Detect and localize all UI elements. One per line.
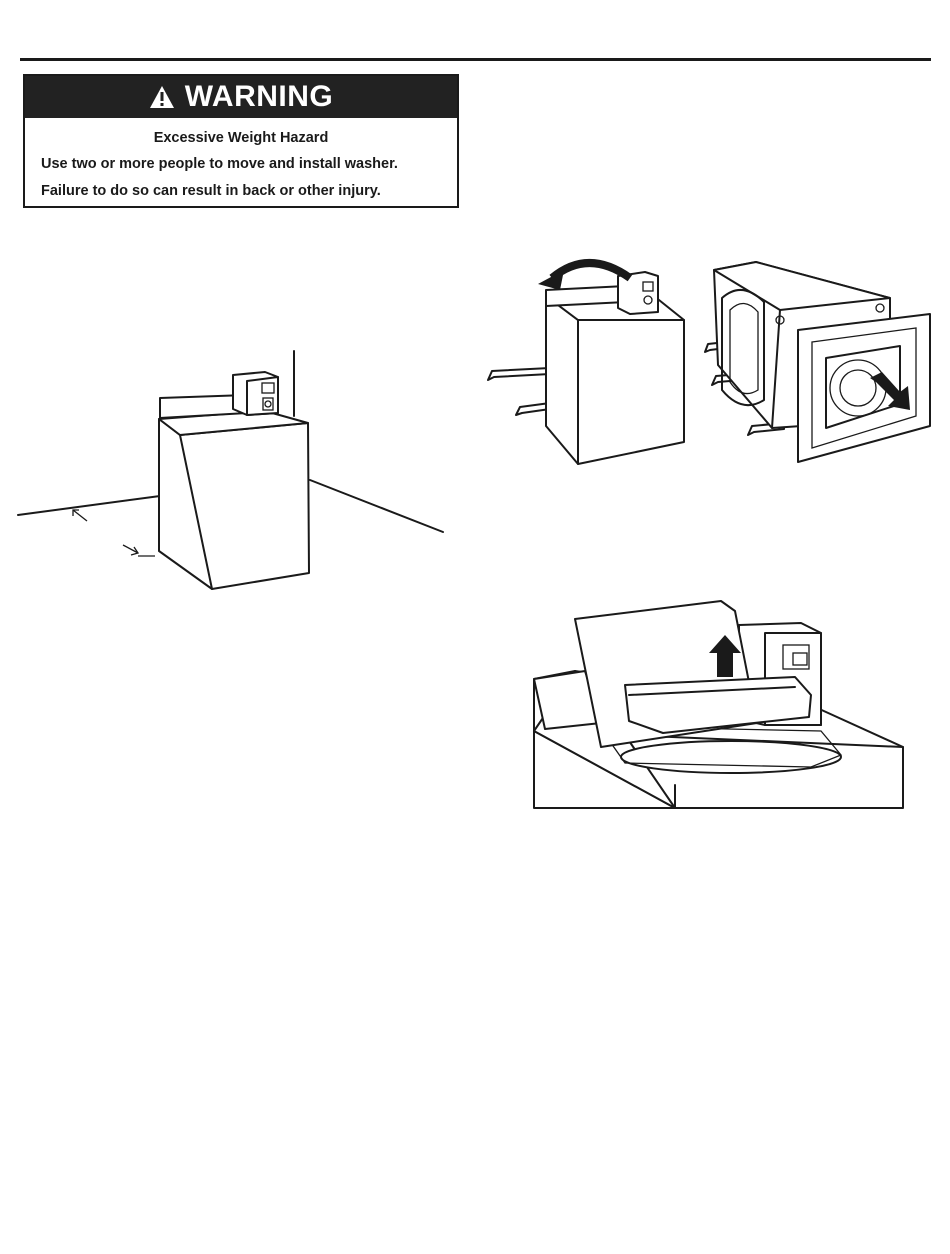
warning-triangle-icon — [149, 85, 175, 109]
warning-line: Use two or more people to move and insta… — [41, 156, 441, 172]
warning-body: Excessive Weight Hazard Use two or more … — [25, 118, 457, 199]
warning-title: WARNING — [185, 80, 334, 114]
washer-in-corner-illustration — [15, 345, 450, 595]
washer-tilt-and-crate-removal-illustration — [480, 250, 935, 475]
warning-line: Failure to do so can result in back or o… — [41, 183, 441, 199]
top-rule — [20, 58, 931, 61]
hazard-name: Excessive Weight Hazard — [41, 130, 441, 146]
washer-lid-packing-lift-illustration — [525, 595, 910, 810]
warning-header: WARNING — [25, 76, 457, 118]
warning-box: WARNING Excessive Weight Hazard Use two … — [23, 74, 459, 208]
